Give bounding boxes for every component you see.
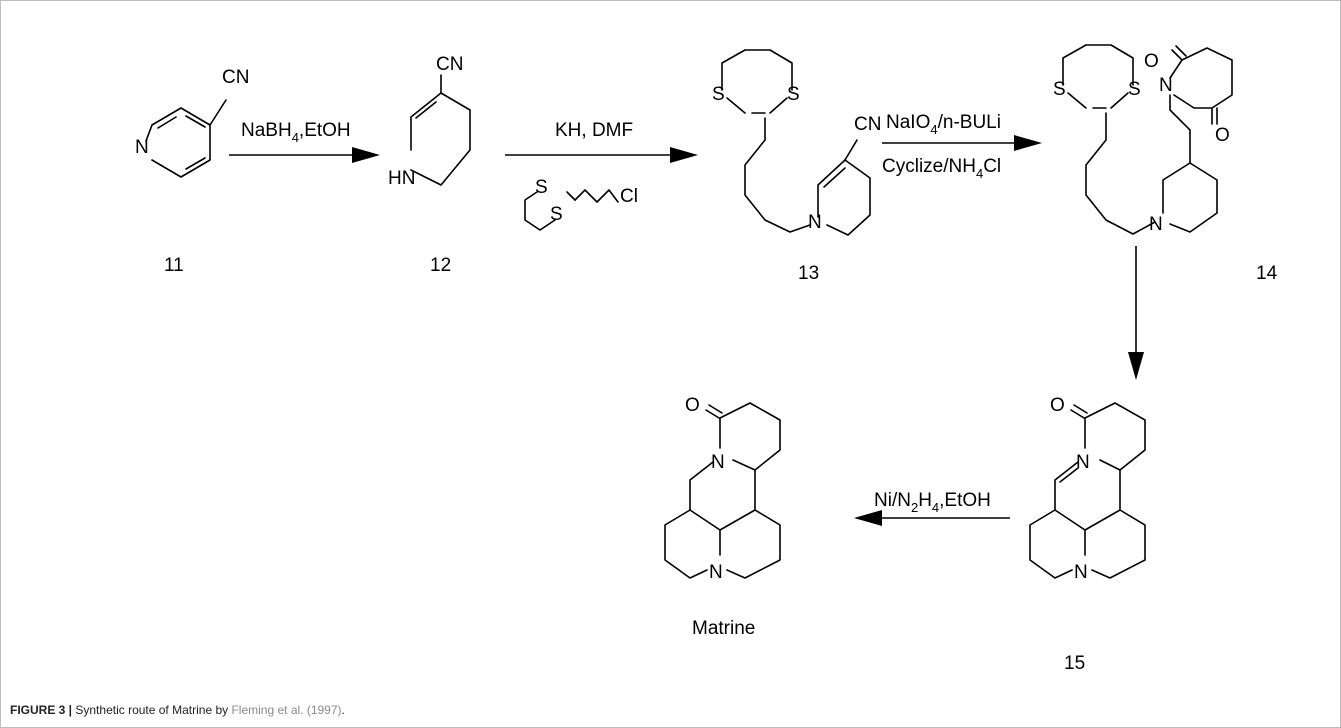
atom-n: N: [135, 137, 149, 158]
reagent-step3-top: NaIO4/n-BULi: [886, 112, 1001, 137]
compound-label-12: 12: [430, 255, 451, 276]
svg-text:S: S: [1053, 79, 1066, 100]
reaction-arrow-1: [229, 147, 380, 163]
svg-text:S: S: [1128, 79, 1141, 100]
reagent-step3-bottom: Cyclize/NH4Cl: [882, 156, 1001, 181]
caption-label: FIGURE 3 |: [10, 703, 73, 717]
atom-hn: HN: [388, 168, 415, 189]
reagent-step1: NaBH4,EtOH: [241, 120, 351, 145]
svg-text:O: O: [1144, 51, 1159, 72]
svg-text:N: N: [709, 562, 723, 583]
caption-end: .: [341, 703, 345, 717]
svg-text:N: N: [711, 452, 725, 473]
reaction-arrow-4: [1128, 246, 1144, 380]
atom-cn: CN: [436, 54, 463, 75]
reaction-arrow-5: [854, 510, 1010, 526]
compound-13-structure: S S CN N: [712, 49, 881, 236]
svg-text:N: N: [1076, 452, 1090, 473]
compound-label-14: 14: [1256, 263, 1278, 284]
compound-label-15: 15: [1064, 653, 1085, 674]
svg-text:S: S: [787, 84, 800, 105]
svg-text:Cl: Cl: [620, 186, 638, 207]
svg-text:N: N: [808, 212, 822, 233]
svg-text:O: O: [1215, 125, 1230, 146]
svg-text:N: N: [1159, 75, 1173, 96]
atom-cn: CN: [222, 67, 249, 88]
figure-caption: FIGURE 3 | Synthetic route of Matrine by…: [10, 703, 345, 717]
caption-reference-link[interactable]: Fleming et al. (1997): [231, 703, 342, 717]
svg-text:S: S: [550, 204, 563, 225]
reaction-arrow-3: [882, 135, 1042, 151]
compound-label-13: 13: [798, 263, 819, 284]
svg-text:N: N: [1149, 214, 1163, 235]
reaction-arrow-2: [505, 147, 698, 163]
reagent-step5: Ni/N2H4,EtOH: [874, 490, 991, 515]
svg-text:O: O: [1050, 395, 1065, 416]
reagent-step2: KH, DMF: [555, 120, 633, 141]
svg-text:O: O: [685, 395, 700, 416]
compound-label-matrine: Matrine: [692, 618, 755, 639]
compound-14-structure: S S N O O N: [1053, 44, 1233, 235]
compound-15-structure: O N N: [1029, 395, 1146, 583]
compound-11-structure: CN N: [135, 67, 249, 178]
svg-text:CN: CN: [854, 114, 881, 135]
svg-text:N: N: [1074, 562, 1088, 583]
compound-label-11: 11: [164, 255, 184, 276]
svg-text:S: S: [535, 177, 548, 198]
svg-text:S: S: [712, 84, 725, 105]
caption-text: Synthetic route of Matrine by: [72, 703, 232, 717]
compound-12-structure: CN HN: [388, 54, 471, 189]
compound-matrine-structure: O N N: [664, 395, 781, 583]
reagent-dithiane-chlorobutyl: S S Cl: [524, 177, 638, 231]
